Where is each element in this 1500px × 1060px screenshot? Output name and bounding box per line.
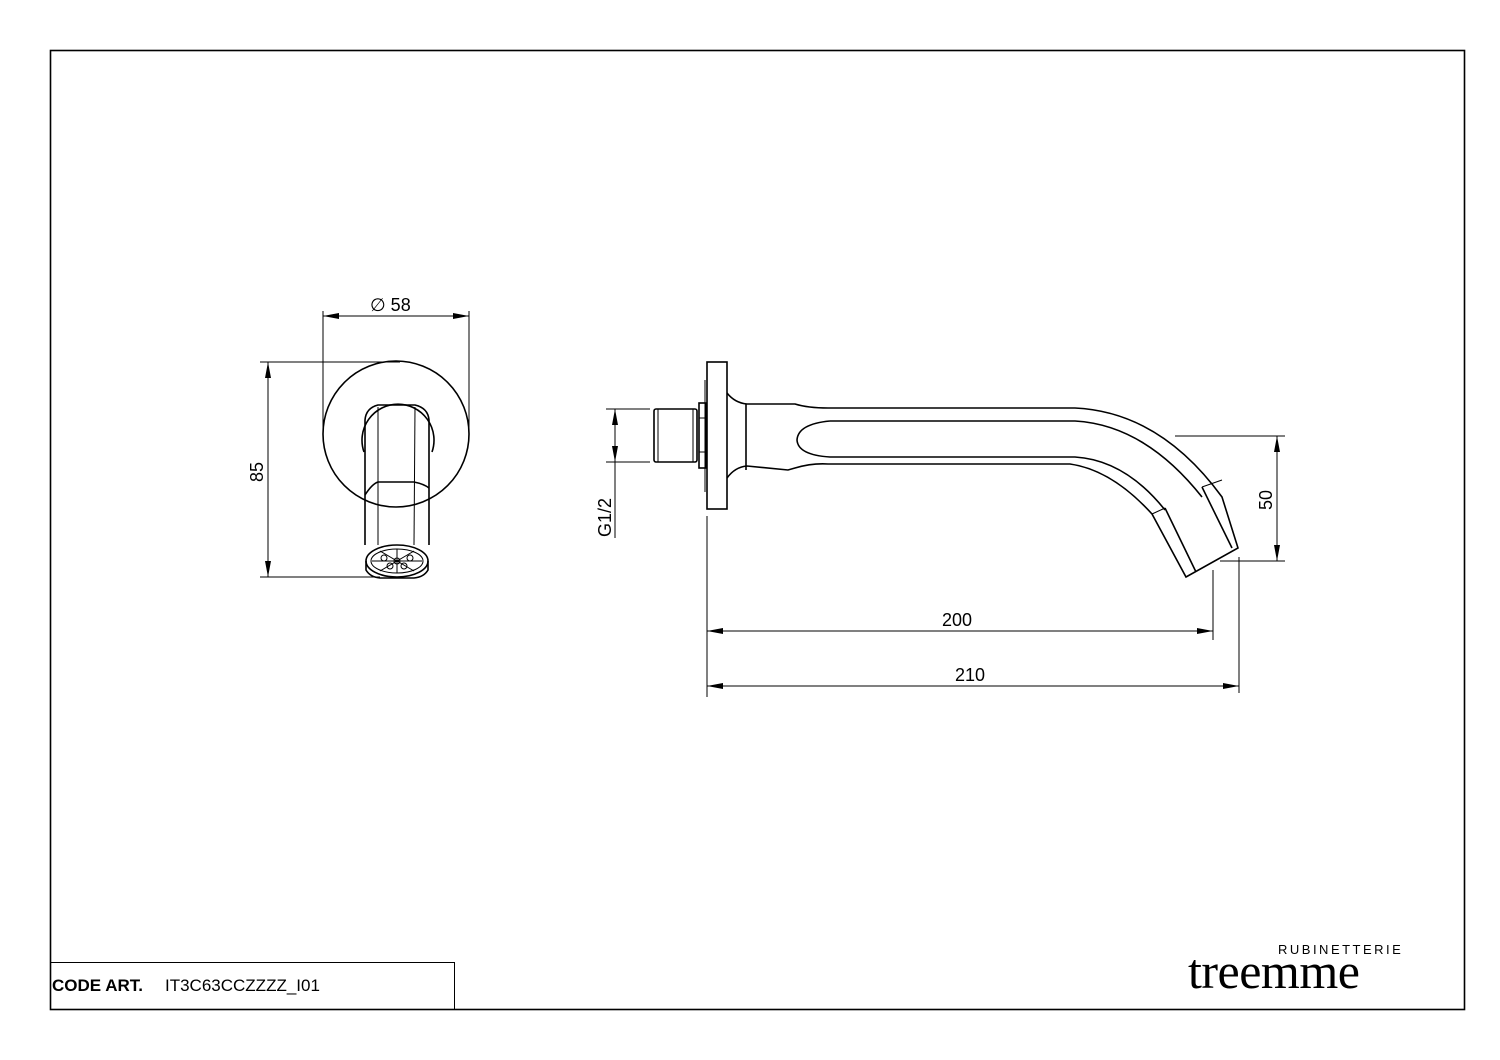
front-view: ∅ 58 85 — [247, 295, 470, 579]
dimension-drop: 50 — [1175, 435, 1285, 562]
height-label: 85 — [247, 462, 267, 482]
brand-logo: treemme RUBINETTERIE — [1188, 938, 1460, 1008]
spout-body — [364, 404, 430, 545]
brand-name: treemme — [1188, 943, 1360, 999]
brand-subtitle: RUBINETTERIE — [1278, 942, 1404, 957]
reach-inner-label: 200 — [942, 610, 972, 630]
rosette-side — [706, 361, 728, 510]
code-value: IT3C63CCZZZZ_I01 — [165, 976, 320, 995]
code-label: CODE ART. — [52, 976, 143, 995]
sheet-border — [49, 49, 1466, 1011]
rosette-outline — [322, 360, 470, 508]
spout-profile — [726, 392, 1239, 579]
side-view: G1/2 50 200 210 — [595, 361, 1285, 697]
diameter-label: ∅ 58 — [370, 295, 411, 315]
dimension-reach: 200 210 — [706, 516, 1240, 697]
title-block: CODE ART. IT3C63CCZZZZ_I01 — [50, 962, 455, 1009]
dimension-thread: G1/2 — [595, 408, 650, 538]
thread-connector — [653, 408, 698, 463]
reach-total-label: 210 — [955, 665, 985, 685]
dimension-diameter: ∅ 58 — [322, 295, 470, 432]
thread-label: G1/2 — [595, 498, 615, 537]
dimension-height: 85 — [247, 361, 400, 578]
drop-label: 50 — [1256, 490, 1276, 510]
aerator-icon — [365, 544, 429, 579]
